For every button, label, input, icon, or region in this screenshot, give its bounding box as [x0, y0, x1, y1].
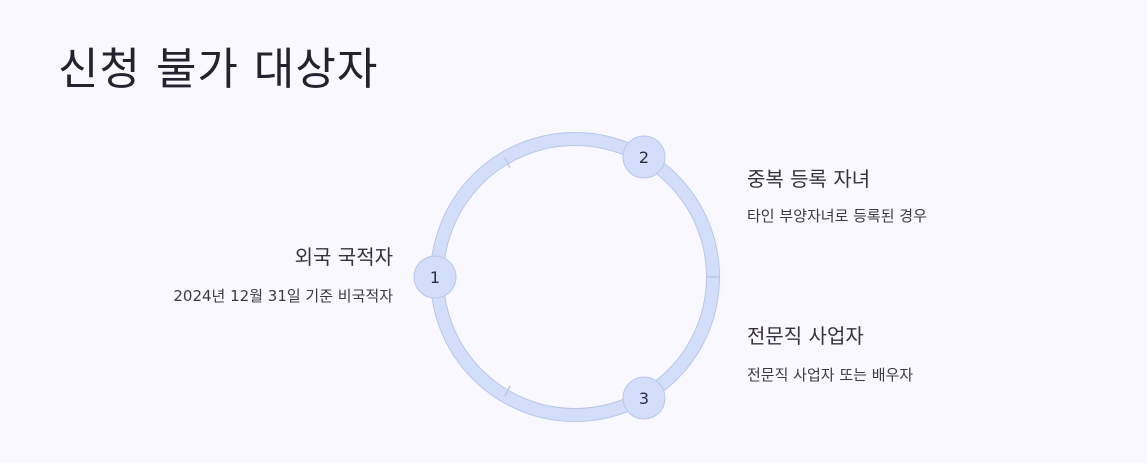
ring-separator	[504, 157, 511, 169]
item-description-2: 타인 부양자녀로 등록된 경우	[747, 207, 927, 225]
cycle-ring	[431, 133, 719, 421]
item-description-3: 전문직 사업자 또는 배우자	[747, 366, 914, 384]
item-title-3: 전문직 사업자	[747, 324, 864, 348]
item-description-1: 2024년 12월 31일 기준 비국적자	[173, 287, 393, 305]
step-badge-3: 3	[622, 376, 666, 420]
item-title-1: 외국 국적자	[294, 245, 393, 269]
page-title: 신청 불가 대상자	[58, 44, 379, 95]
step-number-1: 1	[430, 268, 440, 287]
item-title-2: 중복 등록 자녀	[747, 167, 871, 191]
step-badge-1: 1	[413, 255, 457, 299]
ring-separator	[504, 385, 511, 397]
step-number-3: 3	[639, 389, 649, 408]
step-badge-2: 2	[622, 135, 666, 179]
step-number-2: 2	[639, 148, 649, 167]
